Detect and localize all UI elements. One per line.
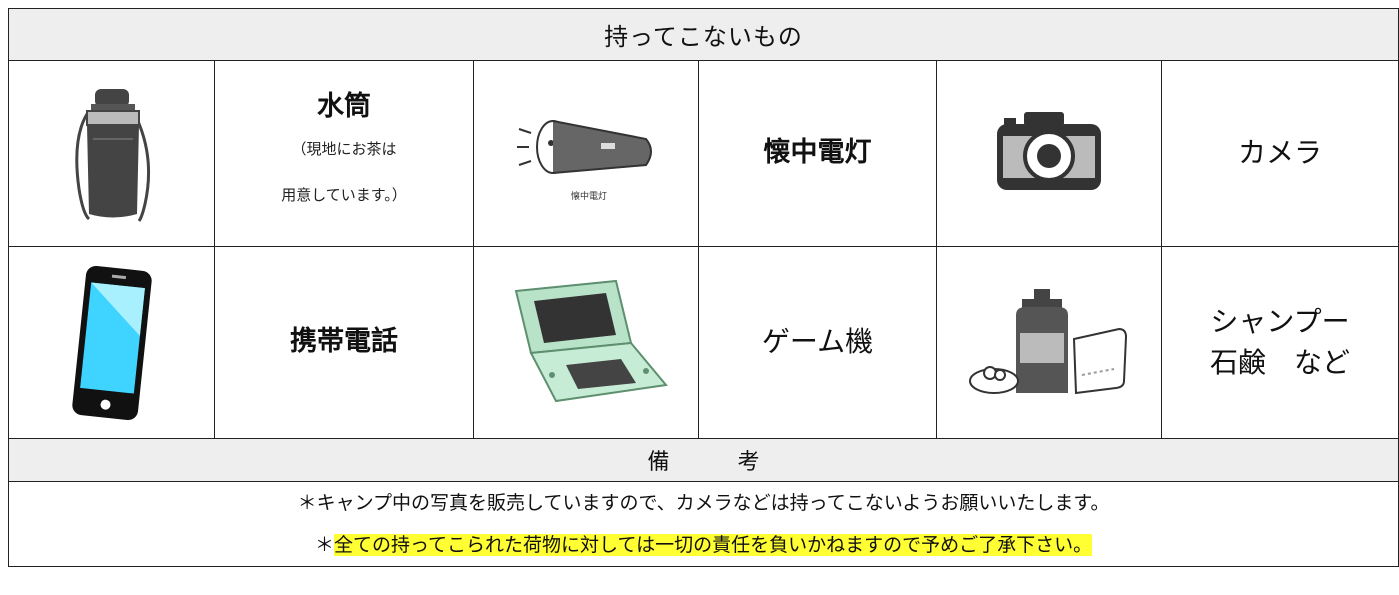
game-console-cell xyxy=(473,246,699,439)
remarks-title-char: 備 xyxy=(647,450,670,475)
flashlight-cell: 懐中電灯 xyxy=(473,60,699,247)
remarks-body: ＊キャンプ中の写真を販売していますので、カメラなどは持ってこないようお願いいたし… xyxy=(7,481,1399,567)
remark-line: ＊キャンプ中の写真を販売していますので、カメラなどは持ってこないようお願いいたし… xyxy=(297,492,1110,514)
remarks-title-char: 考 xyxy=(737,450,760,475)
item-note: （現地にお茶は xyxy=(291,139,397,158)
water-bottle-cell xyxy=(8,60,215,247)
item-name: 懐中電灯 xyxy=(763,137,872,169)
item-name: 水筒 xyxy=(317,91,371,123)
game-console-icon xyxy=(514,279,668,402)
shampoo-soap-icon xyxy=(969,288,1128,394)
smartphone-cell xyxy=(8,246,215,439)
table-row: 携帯電話 ゲーム機 xyxy=(8,246,1399,439)
smartphone-label-cell: 携帯電話 xyxy=(214,246,474,439)
game-console-label-cell: ゲーム機 xyxy=(698,246,937,439)
camera-icon xyxy=(997,111,1101,190)
shampoo-soap-label-cell: シャンプー 石鹸 など xyxy=(1160,246,1399,439)
item-name: カメラ xyxy=(1238,136,1323,170)
items-table: 持ってこないもの 水筒 （現地にお茶は 用意しています。） xyxy=(7,8,1399,567)
highlighted-remark: 全ての持ってこられた荷物に対しては一切の責任を負いかねますので予めご了承下さい。 xyxy=(333,534,1093,556)
item-name: 石鹸 など xyxy=(1210,345,1351,379)
item-name: シャンプー xyxy=(1210,304,1350,338)
water-bottle-label-cell: 水筒 （現地にお茶は 用意しています。） xyxy=(214,60,474,247)
item-name: 携帯電話 xyxy=(290,326,398,358)
camera-cell xyxy=(936,60,1162,247)
table-title: 持ってこないもの xyxy=(7,8,1399,61)
item-name: ゲーム機 xyxy=(761,325,874,359)
shampoo-soap-cell xyxy=(936,246,1162,439)
table-row: 水筒 （現地にお茶は 用意しています。） 懐中電灯 懐中電灯 xyxy=(8,60,1399,247)
item-note: 用意しています。） xyxy=(281,185,407,204)
flashlight-icon: 懐中電灯 xyxy=(517,119,652,202)
smartphone-icon xyxy=(71,265,152,420)
water-bottle-icon xyxy=(74,88,150,222)
camera-label-cell: カメラ xyxy=(1160,60,1399,247)
remarks-title: 備考 xyxy=(7,438,1399,482)
flashlight-caption: 懐中電灯 xyxy=(571,190,607,202)
remark-line: ＊全ての持ってこられた荷物に対しては一切の責任を負いかねますので予めご了承下さい… xyxy=(9,524,1398,566)
remarks-row: ＊キャンプ中の写真を販売していますので、カメラなどは持ってこないようお願いいたし… xyxy=(7,481,1399,567)
remark-bullet: ＊ xyxy=(314,534,334,556)
flashlight-label-cell: 懐中電灯 xyxy=(698,60,937,247)
